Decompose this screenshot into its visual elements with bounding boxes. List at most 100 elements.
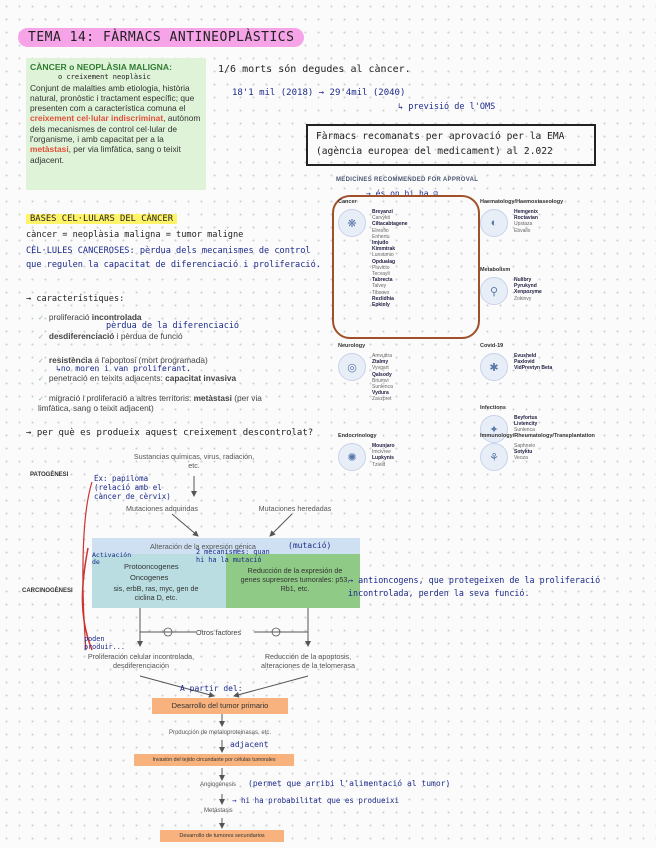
otros-factores: Otros factores: [196, 628, 242, 637]
proto: Protooncogenes: [124, 562, 179, 571]
invasion-box: Invasión del tejido circundante por célu…: [134, 754, 294, 766]
medicine-item: Tabrecta: [372, 277, 393, 284]
char-item-4: penetració en teixits adjacents: capacit…: [38, 373, 296, 383]
medicine-item: Sotyktu: [514, 449, 533, 456]
medicine-item: Hemgenix: [514, 209, 538, 215]
medicine-item: VidPrevtyn Beta: [514, 365, 553, 372]
medicine-item: Lunsumio: [372, 252, 394, 259]
cancer-note: o creixement neoplàsic: [58, 73, 151, 82]
medicine-item: Imjudo: [372, 240, 389, 247]
stat-projection: 18'1 mil (2018) → 29'4mil (2040): [232, 88, 406, 98]
label-carcinogenesi: CARCINOGÈNESI: [22, 588, 73, 594]
medicine-item: Lupkynis: [372, 455, 394, 462]
medicine-group-title: Neurology: [338, 343, 366, 349]
bases-heading-text: BASES CEL·LULARS DEL CÀNCER: [26, 214, 177, 224]
medicine-item: Breyanzi: [372, 209, 393, 215]
reduccion-box: [226, 554, 360, 608]
cancer-red-2: metàstasi: [30, 144, 69, 155]
medicine-item: Sunlenca: [372, 384, 393, 391]
cancer-highlight-ring: [332, 195, 480, 339]
medicine-item: Amvuttra: [372, 353, 393, 359]
mutacio-note: (mutació): [288, 541, 332, 550]
probabilitat-note: → hi ha probabilitat que es produeixi: [232, 796, 400, 805]
stat-source: ↳ previsió de l'OMS: [398, 102, 496, 112]
tumor-primario: Desarrollo del tumor primario: [152, 698, 288, 714]
medicine-item: Briumvi: [372, 377, 389, 384]
char-note-1: pèrdua de la diferenciació: [106, 321, 240, 331]
medicine-group-title: Infections: [480, 405, 506, 411]
medicine-item: Vyvgart: [372, 365, 389, 372]
medicines-handnote: → és on hi ha ☺: [366, 189, 439, 198]
page-title: TEMA 14: FÀRMACS ANTINEOPLÀSTICS: [18, 28, 305, 47]
bases-equation: càncer = neoplàsia maligna = tumor malig…: [26, 230, 244, 240]
apoptosis-text: Reducción de la apoptosis, alteraciones …: [261, 652, 355, 670]
question: → per què es produeix aquest creixement …: [26, 428, 314, 438]
mut-adquiridas: Mutaciones adquiridas: [126, 504, 198, 513]
tumores-secundarios: Desarrollo de tumores secundarios: [160, 830, 284, 842]
char-item-3: resistència a l'apoptosi (mort programad…: [38, 355, 296, 365]
medicine-group-title: Metabolism: [480, 267, 511, 273]
medicine-item: Talvey: [372, 283, 387, 290]
medicine-item: Zokinvy: [514, 295, 532, 302]
cancer-red-1: creixement cel·lular indiscriminat: [30, 113, 164, 124]
medicine-item: Opdualag: [372, 258, 396, 265]
medicine-item: Evusheld: [514, 353, 537, 359]
bases-heading: BASES CEL·LULARS DEL CÀNCER: [26, 214, 177, 224]
cancer-text-2: , autònom dels mecanismes de control cel…: [30, 113, 201, 145]
label-patogenesi: PATOGÈNESI: [30, 472, 69, 478]
medicine-group-icon: ◐: [480, 209, 508, 237]
medicine-item: Vydura: [372, 390, 389, 397]
medicine-item: Tibsovo: [372, 289, 390, 296]
metastasis: Metástasis: [204, 808, 233, 814]
reduccion-text: Reducción de la expresión de genes supre…: [240, 566, 350, 593]
medicine-item: Mounjaro: [372, 443, 395, 449]
medicine-item: Upstaza: [514, 221, 533, 228]
medicine-item: Pluvicto: [372, 264, 390, 271]
medicine-item: Zavzpret: [372, 396, 392, 403]
prolif-text: Proliferación celular incontrolada, desd…: [87, 652, 195, 670]
medicine-item: Ciltacabtagene: [372, 221, 408, 228]
papiloma-note: Ex: papiloma (relació amb el càncer de c…: [94, 474, 171, 501]
medicine-item: Ebvallo: [514, 227, 531, 234]
poden-note: poden produir...: [84, 635, 125, 651]
medicine-item: Xenpozyme: [514, 289, 542, 296]
medicine-item: Saphnelo: [514, 443, 536, 449]
medicine-item: Ztalmy: [372, 359, 389, 366]
ema-box: Fàrmacs recomanats per aprovació per la …: [306, 124, 596, 166]
medicine-group-icon: ◎: [338, 353, 366, 381]
apartir-note: A partir del:: [180, 684, 243, 693]
medicines-infographic: MEDICINES RECOMMENDED FOR APPROVAL → és …: [330, 175, 648, 505]
medicine-group-icon: ⚘: [480, 443, 508, 471]
medicine-group-title: Haematology/Haemostaseology: [480, 199, 564, 205]
medicine-item: Kimmtrak: [372, 246, 396, 253]
medicine-item: Roctavian: [514, 215, 538, 222]
medicine-group-icon: ✱: [480, 353, 508, 381]
medicine-item: Pyrukynd: [514, 283, 537, 290]
mecanismes-note: 2 mecanismes: quan hi ha la mutació: [196, 548, 270, 564]
activacion-box: [92, 554, 226, 608]
medicine-group-icon: ✺: [338, 443, 366, 471]
medicines-header: MEDICINES RECOMMENDED FOR APPROVAL: [336, 177, 479, 183]
medicine-item: Beyfortus: [514, 415, 538, 421]
metaloproteinasas: Producción de metaloproteinasas, etc.: [168, 730, 272, 736]
medicine-item: Enhertu: [372, 233, 390, 240]
medicine-item: Qalsody: [372, 371, 392, 378]
medicine-item: Tzield: [372, 461, 386, 468]
medicine-group-title: Immunology/Rheumatology/Transplantation: [480, 433, 595, 439]
cancer-definition-box: CÀNCER o NEOPLÀSIA MALIGNA: o creixement…: [26, 58, 206, 190]
medicine-item: Rezlidhia: [372, 295, 394, 302]
characteristics-list: proliferació incontrolada pèrdua de la d…: [38, 312, 296, 413]
activacion-label: Activación de: [92, 551, 132, 566]
medicine-item: Elrexfio: [372, 227, 389, 234]
medicine-group-title: Cancer: [338, 199, 357, 205]
onco: Oncogenes: [130, 573, 169, 582]
medicine-group-icon: ⚲: [480, 277, 508, 305]
medicine-item: Epkinly: [372, 302, 390, 309]
alteracion-band: [92, 538, 360, 554]
